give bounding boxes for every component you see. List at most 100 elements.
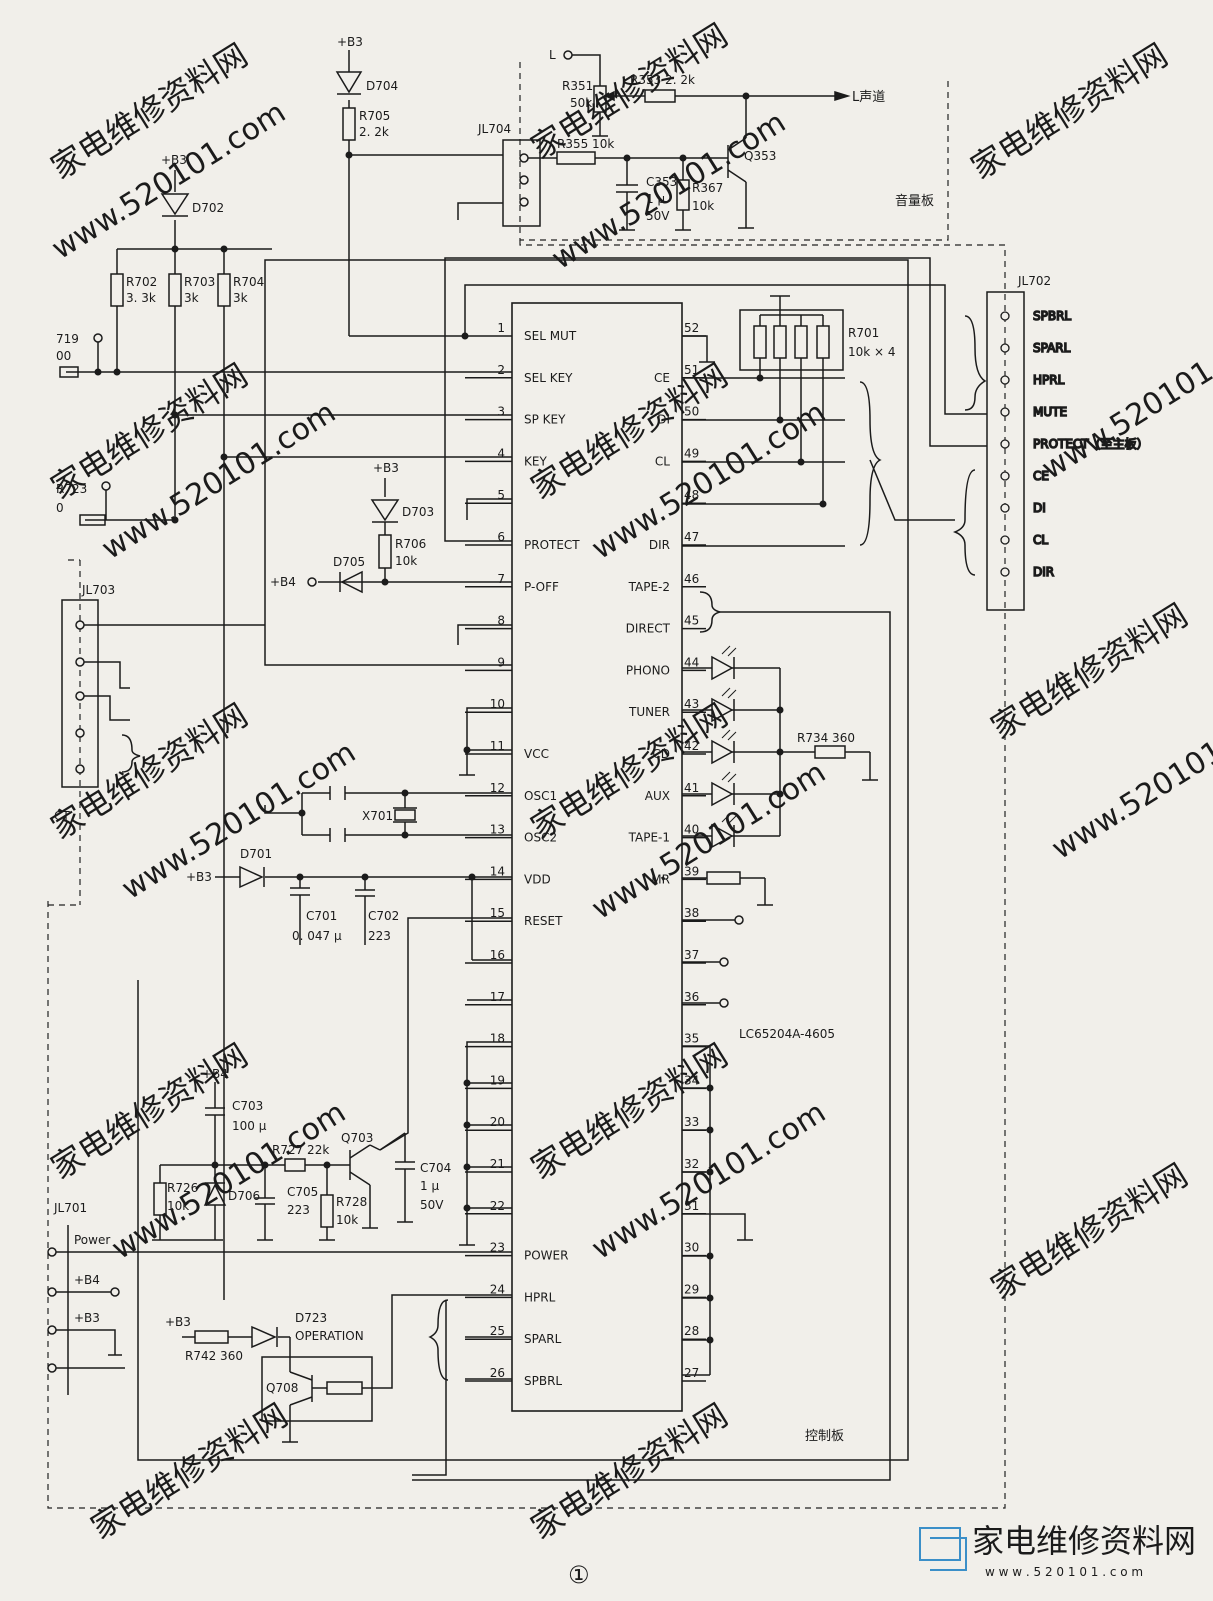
fragment-r723: R723 [56, 482, 87, 496]
resistor-r701-a [753, 325, 767, 359]
junction-dot [361, 873, 369, 881]
label-b3-d702: +B3 [161, 153, 187, 167]
label-r703-value: 3k [184, 291, 199, 305]
label-c353-voltage: 50V [646, 209, 670, 223]
crystal-x701 [394, 809, 416, 821]
label-c353-value: 1 μ [646, 192, 665, 206]
junction-dot [679, 154, 687, 162]
connector-jl703 [61, 599, 99, 788]
label-r727: R727 22k [272, 1143, 329, 1157]
label-b4-c703: +B4 [202, 1067, 228, 1081]
ic-pin-number: 47 [684, 530, 699, 544]
junction-dot [463, 1079, 471, 1087]
resistor-r701-d [816, 325, 830, 359]
resistor-r742 [194, 1330, 229, 1344]
ic-pin-label: KEY [524, 454, 547, 468]
ic-pin-number: 42 [684, 739, 699, 753]
ic-pin-label: SPBRL [524, 1374, 562, 1388]
ic-pin-number: 8 [497, 614, 505, 628]
label-d706: D706 [228, 1189, 260, 1203]
label-jl701: JL701 [53, 1201, 87, 1215]
ic-pin-number: 46 [684, 572, 699, 586]
fragment-0: 0 [56, 501, 64, 515]
ic-pin-number: 30 [684, 1241, 699, 1255]
resistor-r704 [217, 273, 231, 307]
ic-pin-number: 28 [684, 1324, 699, 1338]
ic-pin-number: 38 [684, 906, 699, 920]
ic-pin-number: 48 [684, 488, 699, 502]
ic-pin-number: 19 [490, 1073, 505, 1087]
label-r705-value: 2. 2k [359, 125, 389, 139]
watermark-site: 家电维修资料网 [524, 1396, 734, 1547]
jl702-pin [1000, 567, 1010, 577]
ic-pin-number: 26 [490, 1366, 505, 1380]
ic-pin-label: HPRL [524, 1290, 556, 1304]
label-jl703: JL703 [81, 583, 115, 597]
ic-pin-label: SEL MUT [524, 329, 577, 343]
jl702-pin-label: MUTE [1033, 405, 1067, 419]
junction-dot [776, 706, 784, 714]
control-board-outline [47, 240, 1006, 1509]
ic-pin-number: 40 [684, 823, 699, 837]
junction-dot [113, 368, 121, 376]
ic-pin-number: 7 [497, 572, 505, 586]
ic-body [511, 302, 683, 1412]
ic-part-number: LC65204A-4605 [739, 1027, 835, 1041]
led-d723 [251, 1325, 277, 1349]
ic-pin-number: 2 [497, 363, 505, 377]
connector-jl702 [986, 291, 1025, 611]
junction-dot [381, 578, 389, 586]
ic-pin-number: 41 [684, 781, 699, 795]
junction-dot [706, 1126, 714, 1134]
ic-pin-number: 32 [684, 1157, 699, 1171]
ic-pin-number: 37 [684, 948, 699, 962]
fragment-00: 00 [56, 349, 71, 363]
label-d723: D723 [295, 1311, 327, 1325]
junction-dot [706, 1252, 714, 1260]
ic-pin-label: TUNER [628, 705, 670, 719]
label-r701: R701 [848, 326, 879, 340]
jl702-pin-label: DIR [1033, 565, 1054, 579]
resistor-r728 [320, 1194, 334, 1228]
label-d705: D705 [333, 555, 365, 569]
ic-pin-number: 16 [490, 948, 505, 962]
junction-dot [220, 245, 228, 253]
label-r726-value: 10k [167, 1199, 189, 1213]
ic-pin-label: SEL KEY [524, 371, 573, 385]
ic-pin-label: CE [654, 371, 670, 385]
label-d704: D704 [366, 79, 398, 93]
label-x701: X701 [362, 809, 393, 823]
ic-pin-label: P-OFF [524, 580, 559, 594]
volume-board-outline [519, 62, 949, 241]
label-r367-value: 10k [692, 199, 714, 213]
label-r728-value: 10k [336, 1213, 358, 1227]
ic-pin-number: 29 [684, 1282, 699, 1296]
resistor-r701-c [794, 325, 808, 359]
ic-pin-label: TAPE-2 [628, 580, 670, 594]
label-r705: R705 [359, 109, 390, 123]
junction-dot [296, 873, 304, 881]
junction-dot [706, 1336, 714, 1344]
ic-pin-number: 45 [684, 614, 699, 628]
junction-dot [463, 1163, 471, 1171]
label-q708: Q708 [266, 1381, 298, 1395]
jl702-pin-label: SPARL [1033, 341, 1071, 355]
ic-pin-label: AUX [645, 789, 670, 803]
label-r703: R703 [184, 275, 215, 289]
label-r704: R704 [233, 275, 264, 289]
ic-pin-number: 36 [684, 990, 699, 1004]
jl702-pin-label: PROTECT（至主板） [1033, 437, 1149, 451]
resistor-r734 [814, 745, 846, 759]
resistor-r726 [153, 1182, 167, 1216]
label-r726: R726 [167, 1181, 198, 1195]
ic-pin-label: VDD [524, 872, 551, 886]
ic-pin-label: VCC [524, 747, 549, 761]
ic-pin-number: 5 [497, 488, 505, 502]
resistor-r705 [342, 107, 356, 141]
led-indicator [711, 823, 734, 849]
resistor-r706 [378, 534, 392, 569]
diode-d703 [370, 499, 400, 522]
watermark-site: 家电维修资料网 [524, 16, 734, 167]
